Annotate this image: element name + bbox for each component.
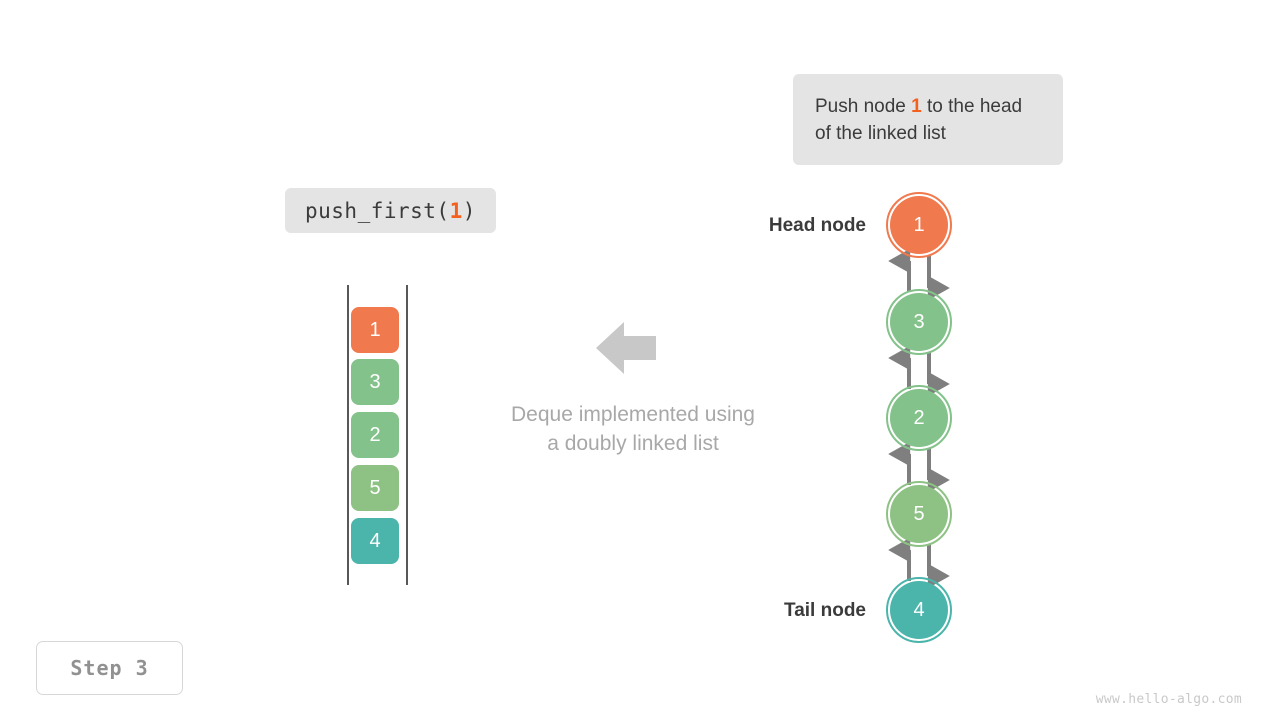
linked-list-node: 1 bbox=[890, 196, 948, 254]
code-suffix: ) bbox=[462, 198, 476, 223]
step-badge: Step 3 bbox=[36, 641, 183, 695]
array-rail-left bbox=[347, 285, 349, 585]
array-box: 1 bbox=[351, 307, 399, 353]
left-arrow-icon bbox=[596, 322, 656, 374]
push-first-code-text: push_first(1) bbox=[305, 199, 476, 223]
linked-list-node-value: 4 bbox=[913, 598, 925, 621]
linked-list-node: 2 bbox=[890, 389, 948, 447]
head-node-label: Head node bbox=[768, 215, 866, 236]
node-ring bbox=[886, 385, 952, 451]
callout-text-before: Push node bbox=[815, 95, 912, 117]
node-ring bbox=[886, 192, 952, 258]
array-box: 3 bbox=[351, 359, 399, 405]
code-argument: 1 bbox=[449, 198, 463, 223]
array-box: 4 bbox=[351, 518, 399, 564]
linked-list-node-value: 2 bbox=[913, 406, 925, 429]
array-box-value: 2 bbox=[369, 423, 381, 446]
code-prefix: push_first( bbox=[305, 198, 450, 223]
array-box-value: 3 bbox=[369, 370, 381, 393]
push-callout: Push node 1 to the head of the linked li… bbox=[793, 74, 1063, 165]
array-box-value: 5 bbox=[369, 476, 381, 499]
node-ring bbox=[886, 289, 952, 355]
watermark: www.hello-algo.com bbox=[1095, 692, 1242, 707]
center-caption-line-1: Deque implemented using bbox=[511, 403, 755, 426]
array-box: 2 bbox=[351, 412, 399, 458]
array-box-value: 4 bbox=[369, 529, 381, 552]
callout-highlight-value: 1 bbox=[911, 95, 922, 117]
push-callout-text: Push node 1 to the head of the linked li… bbox=[815, 93, 1041, 147]
linked-list-node-value: 3 bbox=[913, 310, 925, 333]
step-badge-label: Step 3 bbox=[70, 656, 149, 680]
linked-list-node-value: 5 bbox=[913, 502, 925, 525]
array-rail-right bbox=[406, 285, 408, 585]
node-ring bbox=[886, 481, 952, 547]
center-caption-line-2: a doubly linked list bbox=[547, 432, 719, 455]
center-caption: Deque implemented using a doubly linked … bbox=[453, 400, 813, 458]
node-ring bbox=[886, 577, 952, 643]
callout-text-after: to the head of the linked list bbox=[815, 95, 1023, 144]
linked-list-node: 3 bbox=[890, 293, 948, 351]
linked-list-node: 4 bbox=[890, 581, 948, 639]
array-box-value: 1 bbox=[369, 318, 381, 341]
push-first-code-chip: push_first(1) bbox=[285, 188, 496, 233]
linked-list-node-value: 1 bbox=[913, 213, 925, 236]
array-box: 5 bbox=[351, 465, 399, 511]
linked-list-node: 5 bbox=[890, 485, 948, 543]
tail-node-label: Tail node bbox=[784, 600, 866, 621]
